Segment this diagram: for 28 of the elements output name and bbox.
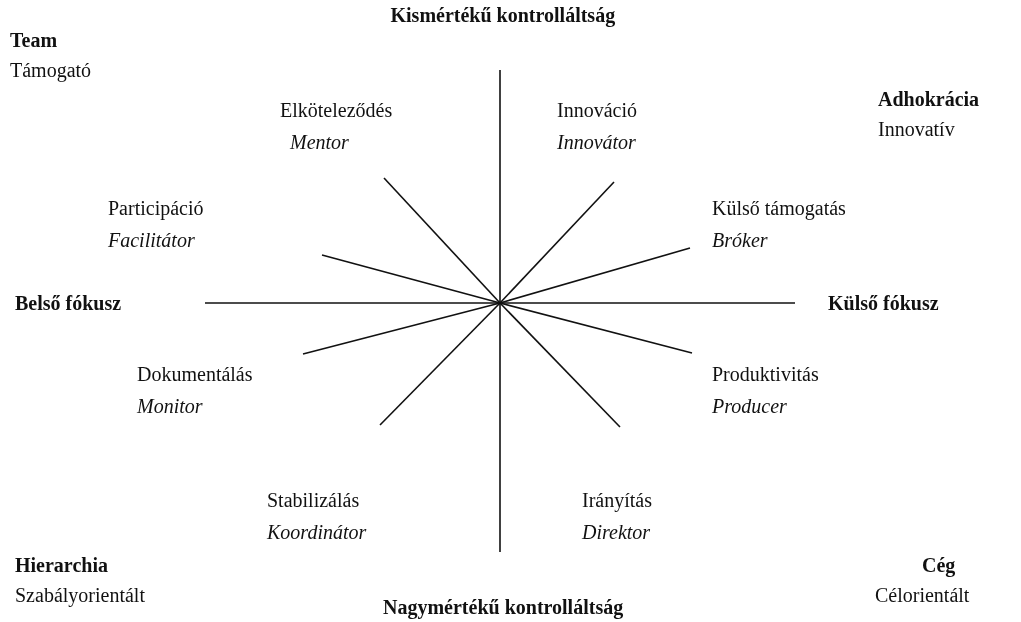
- quadrant-title: Adhokrácia: [878, 87, 980, 111]
- role-label: Elköteleződés: [280, 98, 393, 122]
- role-label: Produktivitás: [712, 362, 819, 386]
- quadrant-description: Szabályorientált: [15, 583, 145, 607]
- role-label: Dokumentálás: [137, 362, 253, 386]
- role-label: Irányítás: [582, 488, 652, 512]
- axis-label: Nagymértékű kontrolláltság: [383, 595, 624, 619]
- role-name: Bróker: [712, 228, 768, 252]
- axis-label: Kismértékű kontrolláltság: [390, 3, 616, 27]
- role-name: Innovátor: [557, 130, 636, 154]
- role-name: Direktor: [582, 520, 651, 544]
- quadrant-description: Támogató: [10, 58, 92, 82]
- quadrant-description: Innovatív: [878, 117, 955, 141]
- axis-label: Külső fókusz: [828, 291, 939, 315]
- role-name: Monitor: [137, 394, 203, 418]
- role-label: Stabilizálás: [267, 488, 360, 512]
- role-name: Koordinátor: [267, 520, 367, 544]
- role-name: Facilitátor: [108, 228, 195, 252]
- quadrant-title: Cég: [922, 553, 956, 577]
- role-label: Külső támogatás: [712, 196, 846, 220]
- quadrant-title: Team: [10, 28, 58, 52]
- quadrant-title: Hierarchia: [15, 553, 108, 577]
- role-name: Producer: [712, 394, 787, 418]
- role-name: Mentor: [290, 130, 349, 154]
- role-label: Innováció: [557, 98, 637, 122]
- quadrant-description: Célorientált: [875, 583, 970, 607]
- axis-label: Belső fókusz: [15, 291, 122, 315]
- role-label: Participáció: [108, 196, 204, 220]
